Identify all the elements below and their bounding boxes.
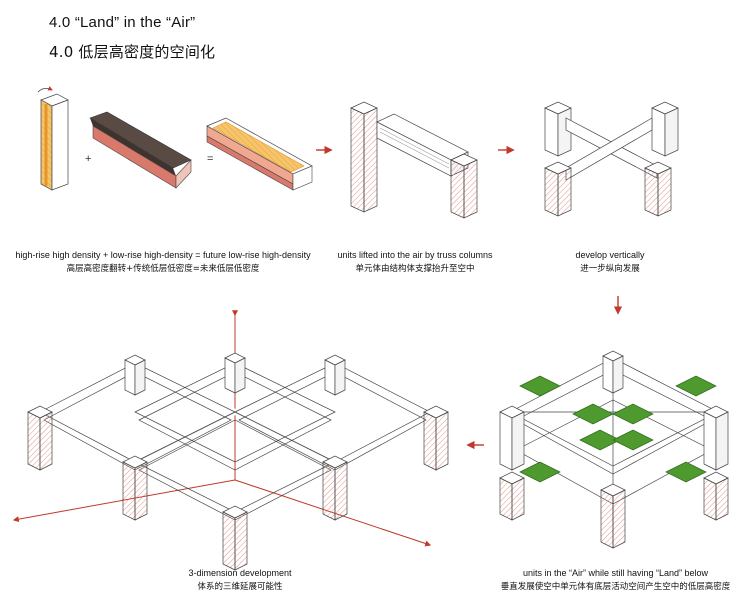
caption-step-1-cn: 高层高密度翻转+传统低层低密度=未来低层低密度	[8, 262, 318, 276]
lying-tower-icon	[207, 118, 312, 190]
vertical-cross-illustration	[545, 102, 678, 216]
lifted-unit-illustration	[351, 102, 477, 218]
tower-block-icon	[38, 88, 68, 190]
pitched-house-icon	[90, 112, 191, 188]
caption-step-4-cn: 垂直发展使空中单元体有底层活动空间产生空中的低层高密度	[488, 580, 743, 594]
caption-step-4: units in the “Air” while still having “L…	[488, 566, 743, 594]
caption-step-3: develop vertically 进一步纵向发展	[535, 248, 685, 276]
caption-step-2-en: units lifted into the air by truss colum…	[330, 248, 500, 262]
caption-step-4-en: units in the “Air” while still having “L…	[488, 566, 743, 580]
caption-step-2-cn: 单元体由结构体支撑抬升至空中	[330, 262, 500, 276]
caption-step-3-cn: 进一步纵向发展	[535, 262, 685, 276]
air-units-illustration	[500, 351, 728, 548]
3d-grid-illustration	[14, 315, 448, 570]
caption-step-1: high-rise high density + low-rise high-d…	[8, 248, 318, 276]
caption-step-3-en: develop vertically	[535, 248, 685, 262]
caption-step-5: 3-dimension development 体系的三维延展可能性	[160, 566, 320, 594]
caption-step-5-cn: 体系的三维延展可能性	[160, 580, 320, 594]
plus-operator: +	[85, 153, 91, 165]
caption-step-2: units lifted into the air by truss colum…	[330, 248, 500, 276]
caption-step-1-en: high-rise high density + low-rise high-d…	[8, 248, 318, 262]
caption-step-5-en: 3-dimension development	[160, 566, 320, 580]
equals-operator: =	[207, 153, 213, 165]
